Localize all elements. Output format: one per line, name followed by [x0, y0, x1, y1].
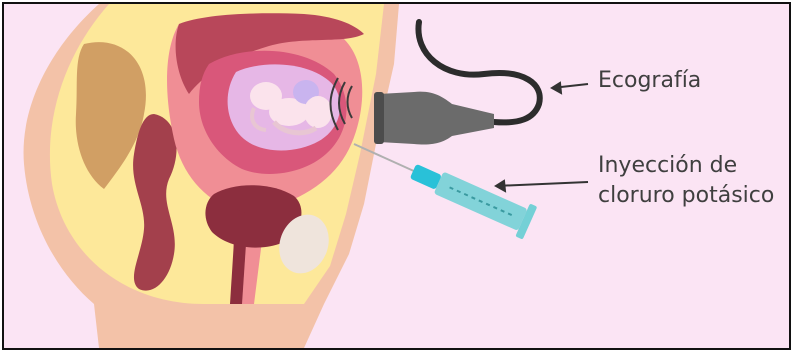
arrow-inyeccion — [496, 181, 588, 191]
label-inyeccion: Inyección de cloruro potásico — [598, 151, 784, 211]
label-inyeccion-line2: cloruro potásico — [598, 181, 784, 211]
syringe-icon — [354, 144, 537, 240]
label-ecografia: Ecografía — [598, 66, 701, 96]
label-inyeccion-line1: Inyección de — [598, 151, 784, 181]
arrow-ecografia — [552, 83, 588, 93]
illustration-frame: Ecografía Inyección de cloruro potásico — [2, 2, 791, 350]
ultrasound-probe-icon — [374, 22, 540, 145]
